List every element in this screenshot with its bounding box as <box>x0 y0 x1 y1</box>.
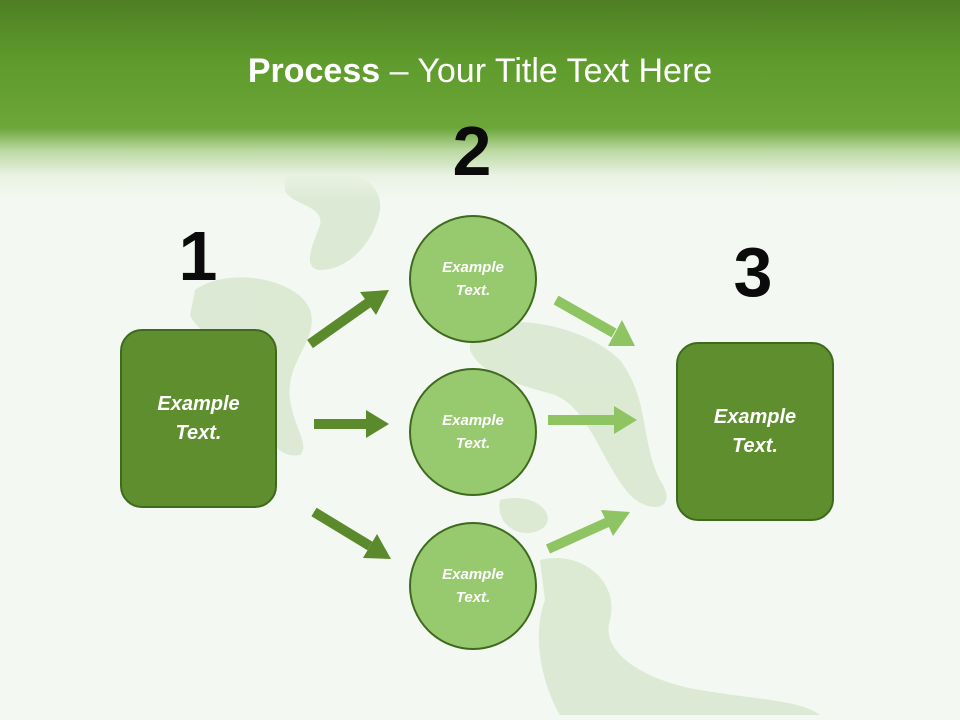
slide-title: Process – Your Title Text Here <box>0 52 960 91</box>
step-1-text: Example Text. <box>157 392 240 444</box>
title-banner: Process – Your Title Text Here <box>0 0 960 200</box>
step-3-box: Example Text. <box>676 342 834 521</box>
footprint-shape <box>538 558 820 715</box>
step-1-box: Example Text. <box>120 329 277 508</box>
arrow-2b-to-3 <box>548 406 637 434</box>
step-2-circle-2: Example Text. <box>409 368 537 496</box>
step-2-circle-3: Example Text. <box>409 522 537 650</box>
arrow-2c-to-3 <box>545 510 630 554</box>
step-number-1: 1 <box>178 217 218 295</box>
arrow-1-to-2b <box>314 410 389 438</box>
step-2-circle-1-text: Example Text. <box>442 259 504 299</box>
footprint-shape <box>499 497 548 534</box>
step-2-circle-3-text: Example Text. <box>442 566 504 606</box>
footprint-shape <box>470 321 667 507</box>
step-2-circle-2-text: Example Text. <box>442 412 504 452</box>
step-number-2: 2 <box>452 112 492 190</box>
arrow-1-to-2c <box>311 507 391 559</box>
step-2-circle-1: Example Text. <box>409 215 537 343</box>
title-rest: – Your Title Text Here <box>380 52 713 90</box>
step-3-text: Example Text. <box>713 405 797 457</box>
step-number-3: 3 <box>733 233 773 311</box>
arrow-1-to-2a <box>307 290 389 349</box>
title-bold: Process <box>247 52 381 90</box>
arrow-2a-to-3 <box>553 295 635 346</box>
